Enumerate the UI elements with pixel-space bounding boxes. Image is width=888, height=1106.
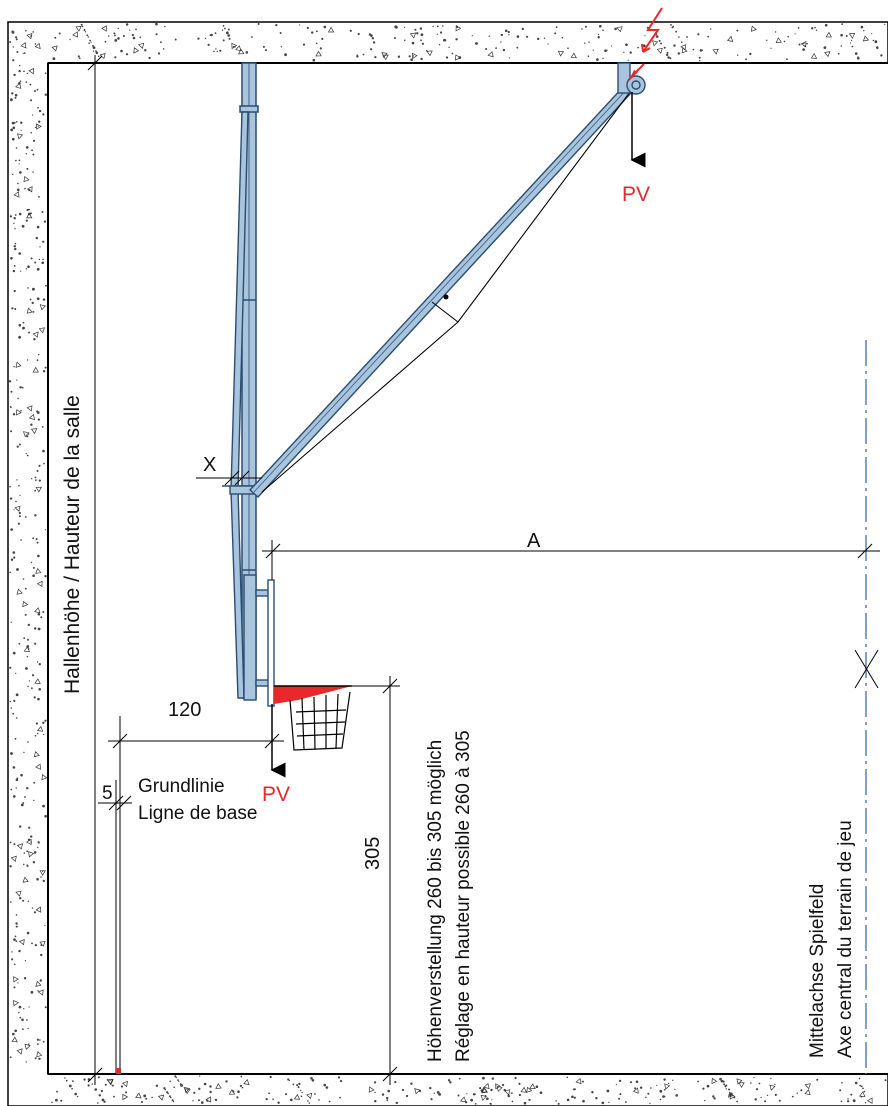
a-dimension-label: A [527,530,541,552]
baseline-offset-label: 5 [102,783,113,804]
net [289,691,351,751]
rear-strut [222,111,259,699]
court-axis-label-fr: Axe central du terrain de jeu [835,820,856,1058]
baseline-label-fr: Ligne de base [138,803,258,824]
x-dimension [196,470,262,486]
baseline-dimension [98,780,132,1074]
reach-dimension [108,716,284,1074]
ceiling-bracket [617,62,646,95]
height-adjust-label-fr: Réglage en hauteur possible 260 à 305 [453,730,474,1062]
rim-height-label: 305 [362,836,384,870]
pv-label-bottom: PV [262,783,291,806]
boom-arm [248,85,634,498]
x-dimension-label: X [203,454,217,476]
hall-height-dimension [87,55,103,1085]
reach-dimension-label: 120 [168,699,202,721]
court-axis-label-de: Mittelachse Spielfeld [807,883,828,1058]
concrete-texture [8,22,887,1105]
tension-cable [261,91,631,493]
backboard [243,574,275,707]
height-adjust-label-de: Höhenverstellung 260 bis 305 möglich [425,739,446,1062]
a-dimension [262,540,880,580]
rim [274,686,352,704]
pv-label-top: PV [622,183,651,206]
concrete-wall [7,21,888,1106]
baseline-label-de: Grundlinie [138,776,225,797]
axis-cross [854,649,879,689]
lightning-icon [641,7,663,53]
rim-height-dimension [352,676,400,1085]
hall-height-label: Hallenhöhe / Hauteur de la salle [61,395,84,694]
